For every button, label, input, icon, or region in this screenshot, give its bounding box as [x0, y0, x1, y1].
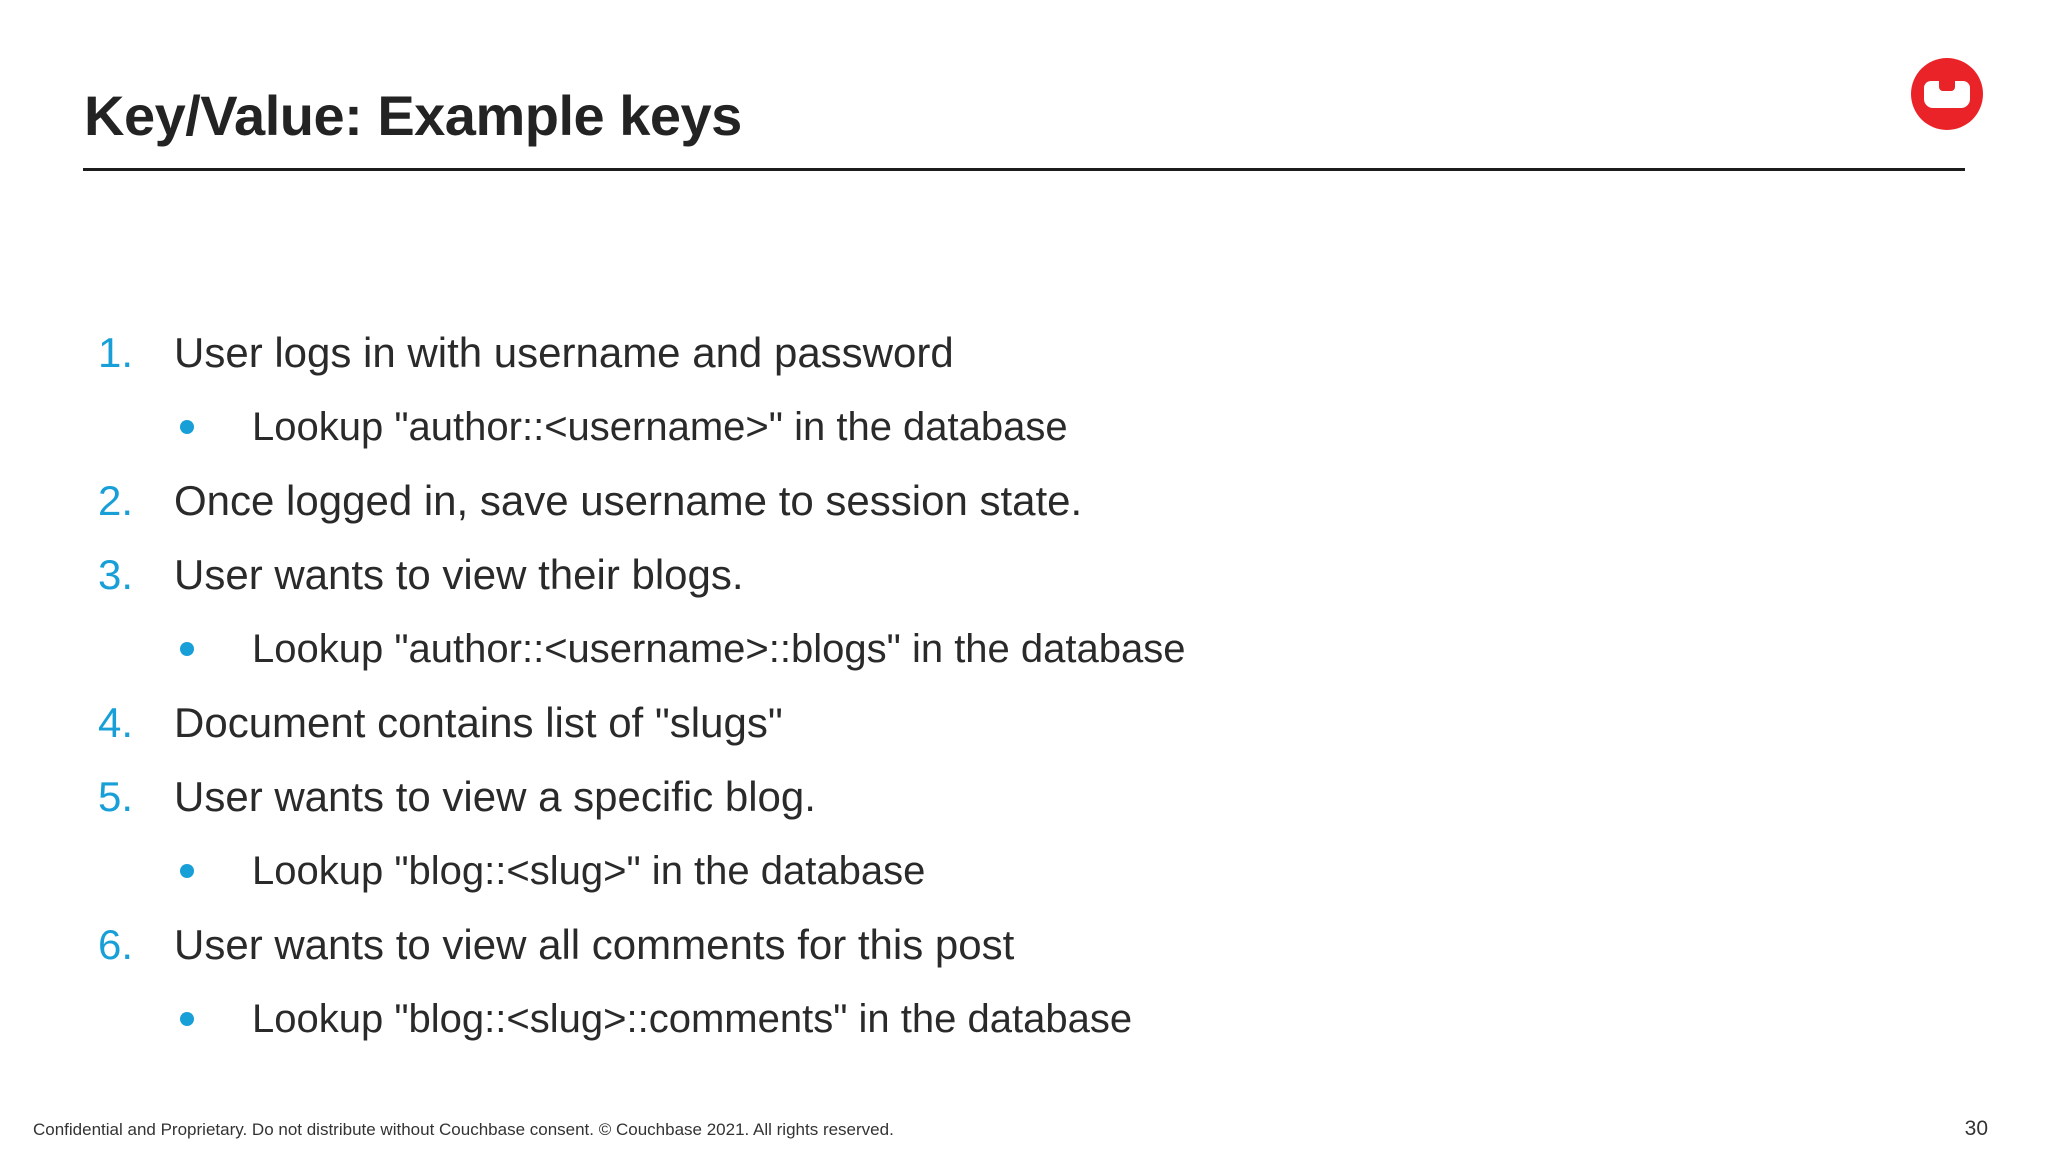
couchbase-logo-notch: [1939, 80, 1955, 91]
list-item-number: 3. User wants to view their blogs.: [0, 538, 2048, 612]
list-marker: 2.: [98, 477, 134, 524]
page-number: 30: [1964, 1117, 1988, 1140]
bullet-dot-icon: [180, 1012, 194, 1026]
footer-disclaimer: Confidential and Proprietary. Do not dis…: [33, 1120, 894, 1139]
bullet-marker-box: [180, 642, 252, 656]
list-item-text: User wants to view a specific blog.: [174, 772, 816, 820]
list-item-number: 1. User logs in with username and passwor…: [0, 316, 2048, 390]
list-item-text: Lookup "author::<username>::blogs" in th…: [252, 627, 1186, 671]
list-item-bullet: Lookup "author::<username>" in the datab…: [0, 390, 2048, 464]
list-item-text: Lookup "blog::<slug>::comments" in the d…: [252, 997, 1133, 1041]
list-marker: 5.: [98, 773, 134, 820]
list-item-number: 2. Once logged in, save username to sessi…: [0, 464, 2048, 538]
list-item-text: User wants to view their blogs.: [174, 550, 744, 598]
list-item-number: 5. User wants to view a specific blog.: [0, 760, 2048, 834]
list-item-text: Lookup "author::<username>" in the datab…: [252, 405, 1068, 449]
bullet-dot-icon: [180, 420, 194, 434]
list-marker: 6.: [98, 921, 134, 968]
list-item-text: Document contains list of "slugs": [174, 698, 783, 746]
list-marker: 1.: [98, 329, 134, 376]
list-item-text: User wants to view all comments for this…: [174, 920, 1015, 968]
list-item-bullet: Lookup "blog::<slug>" in the database: [0, 834, 2048, 908]
list-item-bullet: Lookup "blog::<slug>::comments" in the d…: [0, 982, 2048, 1056]
bullet-dot-icon: [180, 864, 194, 878]
list-item-bullet: Lookup "author::<username>::blogs" in th…: [0, 612, 2048, 686]
list-item-text: User logs in with username and password: [174, 328, 954, 376]
list-item-number: 4. Document contains list of "slugs": [0, 686, 2048, 760]
bullet-marker-box: [180, 420, 252, 434]
list-item-text: Once logged in, save username to session…: [174, 476, 1083, 524]
list-item-number: 6. User wants to view all comments for th…: [0, 908, 2048, 982]
slide-title: Key/Value: Example keys: [84, 84, 742, 147]
title-divider: [83, 168, 1965, 171]
bullet-marker-box: [180, 1012, 252, 1026]
couchbase-logo: [1911, 58, 1983, 130]
list-item-text: Lookup "blog::<slug>" in the database: [252, 849, 926, 893]
key-value-steps-list: 1. User logs in with username and passwor…: [0, 316, 2048, 1056]
bullet-marker-box: [180, 864, 252, 878]
list-marker: 3.: [98, 551, 134, 598]
couchbase-logo-mark: [1924, 80, 1970, 108]
list-marker: 4.: [98, 699, 134, 746]
bullet-dot-icon: [180, 642, 194, 656]
